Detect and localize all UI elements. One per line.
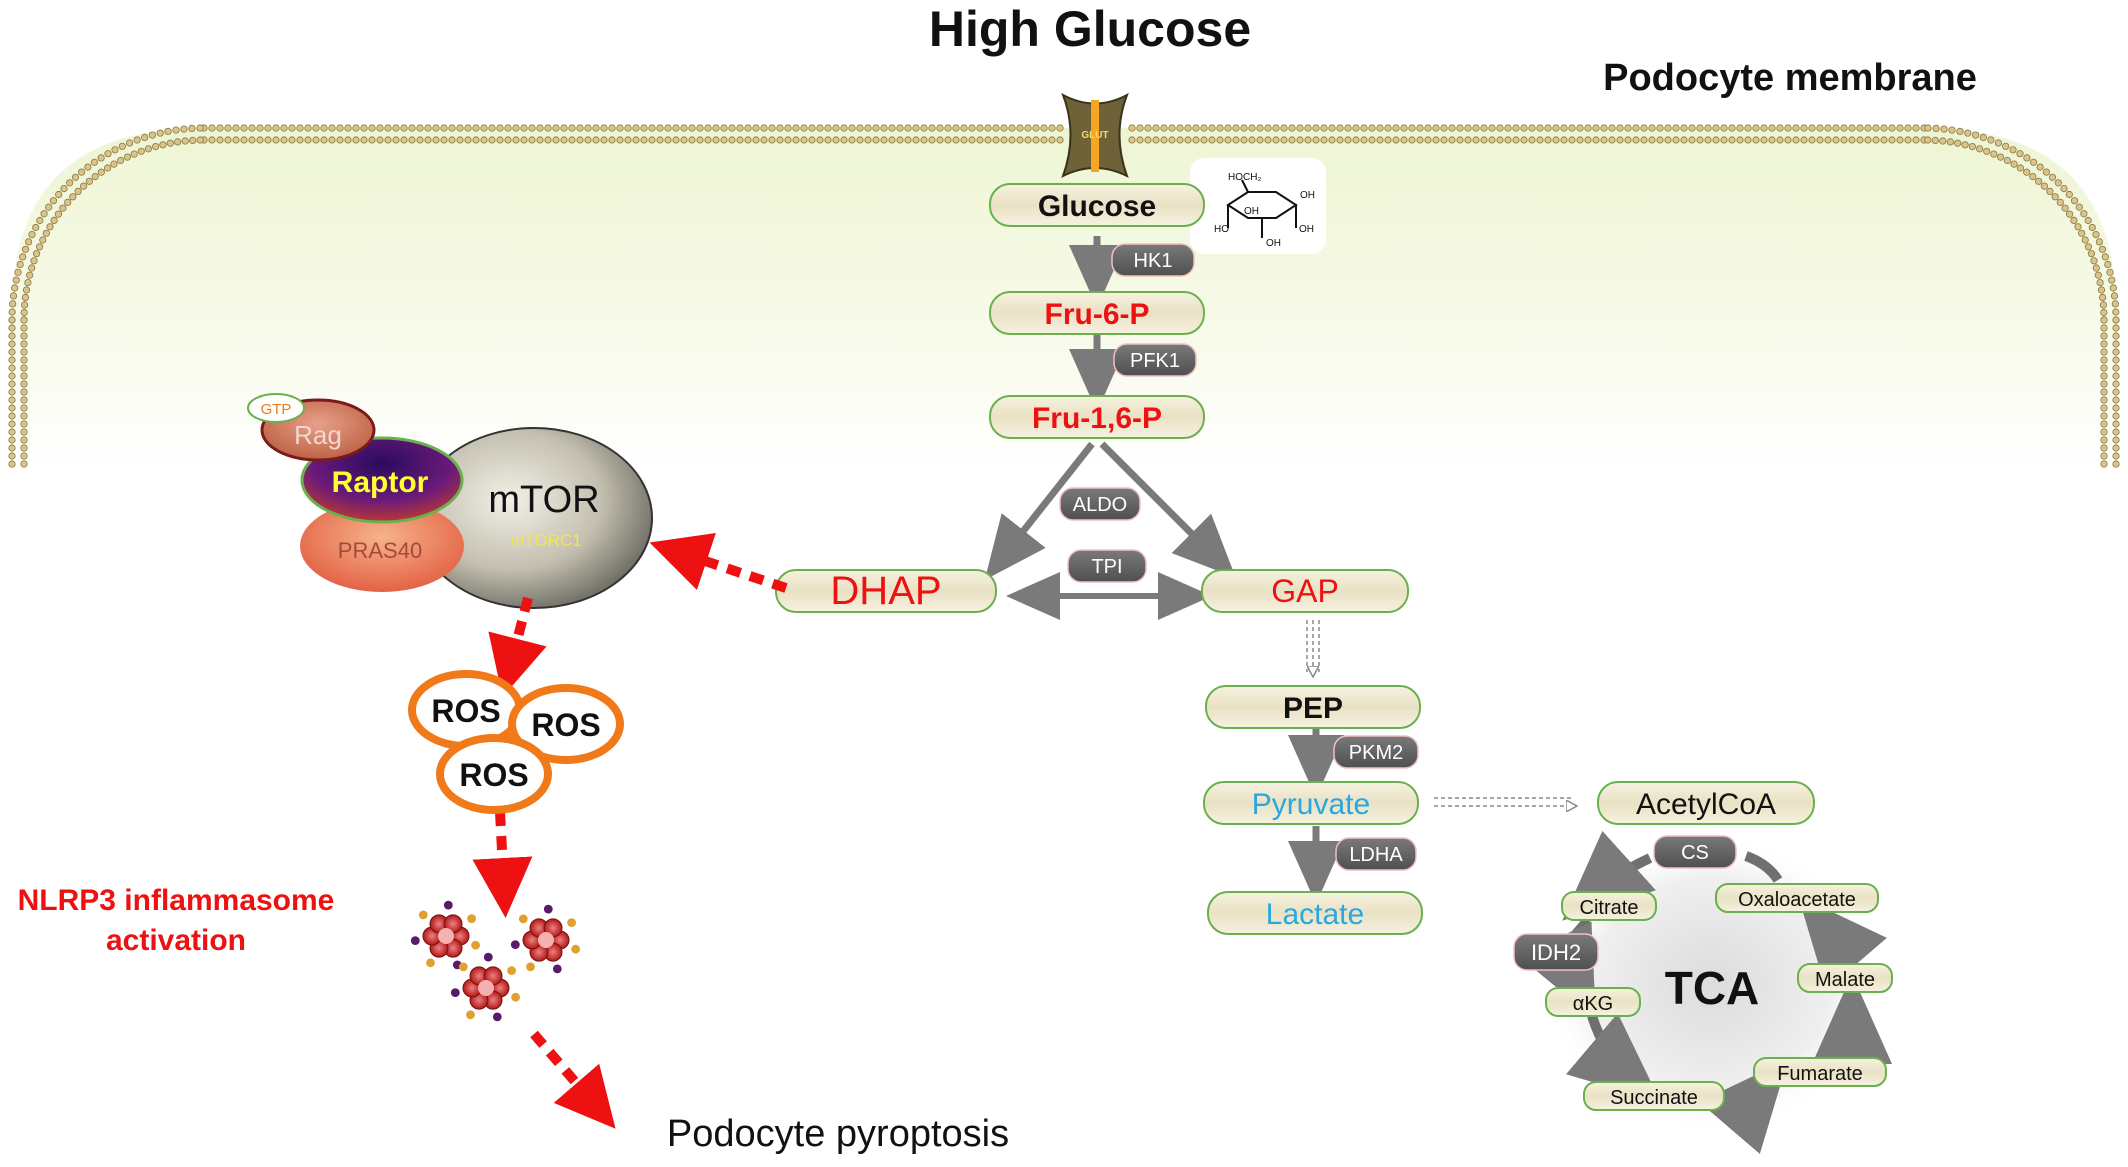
idh2-label: IDH2 (1531, 940, 1581, 965)
ros-label-1: ROS (431, 693, 500, 729)
ldha-label: LDHA (1349, 844, 1403, 866)
arrow-akg-succinate (1565, 1013, 1661, 1102)
citrate-label: Citrate (1580, 897, 1639, 919)
tca-succinate: Succinate (1583, 1081, 1725, 1111)
nlrp3-label-line2: activation (106, 924, 246, 957)
glut-transporter: GLUT (1061, 92, 1129, 179)
rag-label: Rag (294, 420, 342, 450)
raptor-body (300, 436, 464, 524)
akg-label: αKG (1573, 993, 1613, 1015)
enzyme-ldha: LDHA (1335, 837, 1417, 871)
ros-cluster: ROS ROS ROS (408, 670, 624, 814)
pyroptosis-label: Podocyte pyroptosis (667, 1113, 1009, 1155)
glucose-label: Glucose (1038, 190, 1156, 223)
tca-cycle: TCA CS IDH2 Citrate αKG Succinate (1513, 830, 1893, 1154)
arrow-fumarate-malate (1811, 974, 1892, 1065)
metabolite-lactate: Lactate (1207, 891, 1423, 935)
enzyme-tpi: TPI (1067, 549, 1147, 583)
tca-malate: Malate (1797, 963, 1893, 993)
arrow-succinate-fumarate (1699, 1059, 1789, 1154)
ho-label: HO (1214, 224, 1229, 235)
enzyme-aldo: ALDO (1059, 487, 1141, 521)
arrow-ros-nlrp3 (472, 811, 533, 918)
mtorc1-complex: GTP Rag Raptor PRAS40 mTOR mTORC1 (247, 393, 653, 609)
enzyme-hk1: HK1 (1111, 243, 1195, 277)
aldo-label: ALDO (1073, 494, 1127, 516)
ros-label-2: ROS (531, 707, 600, 743)
diagram-title: High Glucose (929, 1, 1251, 57)
oh-label-4: OH (1266, 238, 1281, 249)
arrow-f16p-dhap (984, 441, 1095, 580)
f16p-label: Fru-1,6-P (1032, 402, 1162, 435)
gtp-label: GTP (261, 401, 292, 418)
pfk1-label: PFK1 (1130, 350, 1180, 372)
membrane-label: Podocyte membrane (1603, 57, 1977, 99)
tca-oxaloacetate: Oxaloacetate (1715, 883, 1879, 913)
mtor-label: mTOR (488, 479, 599, 521)
pkm2-label: PKM2 (1349, 742, 1403, 764)
tca-citrate: Citrate (1561, 891, 1657, 921)
tca-fumarate: Fumarate (1753, 1057, 1887, 1087)
oh-label-3: OH (1299, 224, 1314, 235)
arrow-idh2-akg (1519, 921, 1596, 1020)
acetylcoa-label: AcetylCoA (1636, 788, 1776, 821)
oxaloacetate-label: Oxaloacetate (1738, 889, 1856, 911)
enzyme-pfk1: PFK1 (1113, 343, 1197, 377)
pyruvate-label: Pyruvate (1252, 788, 1370, 821)
dhap-label: DHAP (830, 569, 941, 613)
enzyme-pkm2: PKM2 (1333, 735, 1419, 769)
enzyme-idh2: IDH2 (1513, 933, 1599, 971)
metabolite-pyruvate: Pyruvate (1203, 781, 1419, 825)
metabolite-f6p: Fru-6-P (989, 291, 1205, 335)
glycolysis-arrows (984, 236, 1572, 904)
arrow-cs-citrate (1562, 830, 1656, 921)
glut-label: GLUT (1081, 130, 1108, 141)
hk1-label: HK1 (1134, 250, 1173, 272)
pras40-body (300, 500, 464, 592)
tca-center-label: TCA (1665, 962, 1760, 1014)
nlrp3-inflammasome-icon (410, 900, 580, 1022)
metabolite-pep: PEP (1205, 685, 1421, 729)
arrow-malate-oxaloacetate (1797, 895, 1887, 990)
arrow-nlrp3-pyroptosis (530, 1030, 616, 1129)
hoch2-label: HOCH₂ (1228, 172, 1261, 183)
metabolite-f16p: Fru-1,6-P (989, 395, 1205, 439)
mtorc1-label: mTORC1 (510, 531, 581, 550)
ros-ring-2 (508, 684, 624, 764)
tpi-label: TPI (1091, 556, 1122, 578)
enzyme-cs: CS (1653, 835, 1737, 869)
tca-akg: αKG (1545, 987, 1641, 1017)
arrow-mtor-ros (488, 596, 547, 698)
gap-label: GAP (1271, 573, 1339, 609)
f6p-label: Fru-6-P (1045, 298, 1150, 331)
glucose-structure: HOCH₂ OH OH HO OH OH (1190, 158, 1326, 254)
pras40-label: PRAS40 (338, 538, 422, 563)
nlrp3-label-line1: NLRP3 inflammasome (18, 884, 335, 917)
fumarate-label: Fumarate (1777, 1063, 1863, 1085)
gtp-body (247, 393, 305, 423)
cs-label: CS (1681, 842, 1709, 864)
oh-label-1: OH (1300, 190, 1315, 201)
membrane-lipid-heads (8, 124, 2120, 468)
succinate-label: Succinate (1610, 1087, 1698, 1109)
arrow-f16p-gap (1099, 441, 1236, 578)
metabolite-glucose: Glucose (989, 183, 1205, 227)
pep-label: PEP (1283, 692, 1343, 725)
ros-label-3: ROS (459, 757, 528, 793)
arrow-oxaloacetate-cs (1744, 851, 1783, 883)
metabolite-acetylcoa: AcetylCoA (1597, 781, 1815, 825)
metabolite-dhap: DHAP (775, 569, 997, 613)
oh-label-2: OH (1244, 206, 1259, 217)
signaling-arrows (472, 533, 788, 1129)
glucose-structure-card (1190, 158, 1326, 254)
malate-label: Malate (1815, 969, 1875, 991)
raptor-label: Raptor (332, 466, 429, 499)
arrow-dhap-mtor (649, 533, 788, 593)
metabolite-gap: GAP (1201, 569, 1409, 613)
ros-ring-3 (436, 734, 552, 814)
lactate-label: Lactate (1266, 898, 1364, 931)
